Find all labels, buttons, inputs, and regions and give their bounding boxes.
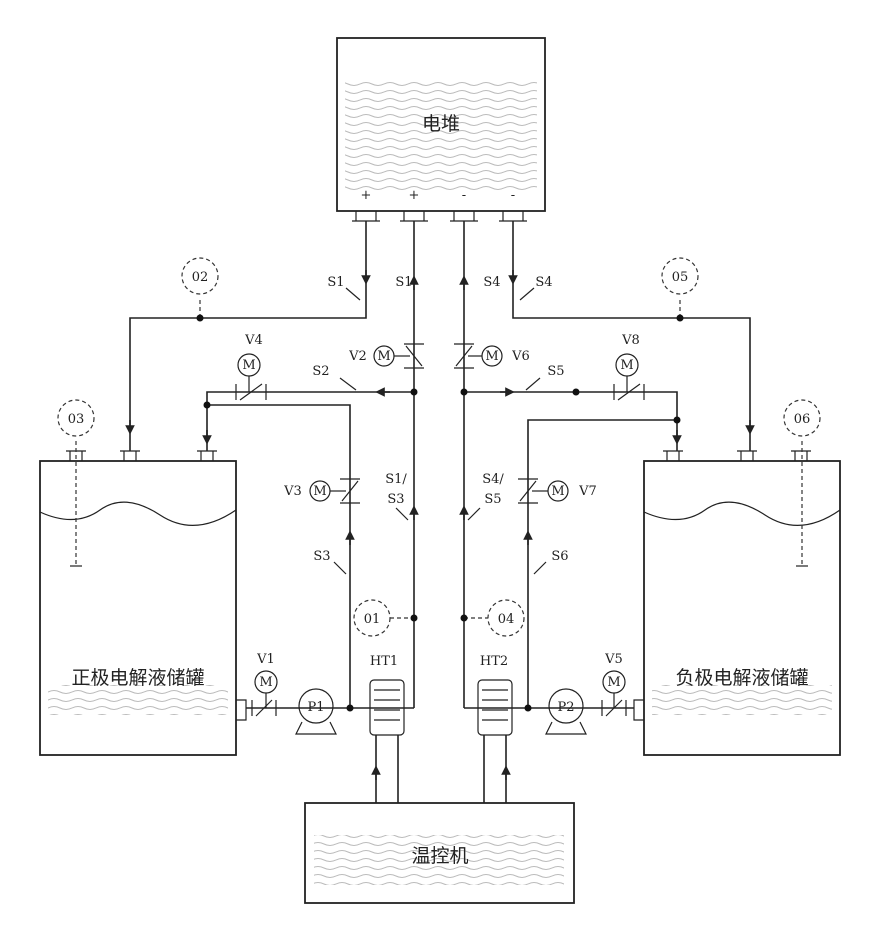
pipe-label-s5: S5 xyxy=(547,364,564,379)
positive-electrolyte-tank: 正极电解液储罐 xyxy=(40,441,246,755)
valve-v1-label: V1 xyxy=(256,652,275,667)
valve-v6-label: V6 xyxy=(511,349,530,364)
pipe-label-s2: S2 xyxy=(312,364,329,379)
heater-ht1: HT1 xyxy=(370,654,404,803)
stack-terminal-plus-2: + xyxy=(409,188,420,203)
stack-block: 电堆 + + - - xyxy=(337,38,545,221)
valve-v4-label: V4 xyxy=(244,333,263,348)
sensor-02-label: 02 xyxy=(192,270,209,285)
stack-terminal-minus-2: - xyxy=(511,188,515,203)
stack-terminal-plus-1: + xyxy=(361,188,372,203)
valve-v1: M V1 xyxy=(252,652,277,716)
sensor-06-label: 06 xyxy=(794,412,811,427)
pump-p1: P1 xyxy=(296,689,336,734)
valve-v7-label: V7 xyxy=(578,484,597,499)
valve-v2-label: V2 xyxy=(348,349,367,364)
valve-v5-motor: M xyxy=(607,675,620,690)
pipe-label-s4-s5-top: S4/ xyxy=(482,472,504,487)
stack-terminal-minus-1: - xyxy=(462,188,466,203)
valve-v6: M V6 xyxy=(454,344,530,368)
temperature-controller-label: 温控机 xyxy=(411,845,468,867)
valve-v8-label: V8 xyxy=(621,333,640,348)
sensor-06: 06 xyxy=(784,400,820,436)
valve-v6-motor: M xyxy=(485,349,498,364)
valve-v3-label: V3 xyxy=(283,484,302,499)
pipe-label-s4-right: S4 xyxy=(535,275,552,290)
pipe-label-s1-s3-bottom: S3 xyxy=(387,492,404,507)
valve-v5: M V5 xyxy=(602,652,626,716)
sensor-03: 03 xyxy=(58,400,94,436)
valve-v4-motor: M xyxy=(242,358,255,373)
sensor-01: 01 xyxy=(354,600,390,636)
valve-v8-motor: M xyxy=(620,358,633,373)
valve-v1-motor: M xyxy=(259,675,272,690)
pipe-labels: S1 S1 S2 S1/ S3 S3 S4 S4 S5 S4/ S5 S6 xyxy=(312,275,568,574)
valve-v7-motor: M xyxy=(551,484,564,499)
sensor-04: 04 xyxy=(488,600,524,636)
pipe-label-s3: S3 xyxy=(313,549,330,564)
pipe-label-s4-left: S4 xyxy=(483,275,500,290)
temperature-controller-block: 温控机 xyxy=(305,803,574,903)
pipe-label-s1-left: S1 xyxy=(327,275,344,290)
valve-v3: M V3 xyxy=(283,479,360,503)
heater-ht2-label: HT2 xyxy=(480,654,508,669)
valve-v2: M V2 xyxy=(348,344,424,368)
valve-v3-motor: M xyxy=(313,484,326,499)
negative-electrolyte-tank: 负极电解液储罐 xyxy=(634,441,840,755)
valve-v5-label: V5 xyxy=(604,652,623,667)
valve-v7: M V7 xyxy=(518,479,597,503)
sensor-05: 05 xyxy=(662,258,698,294)
pipe-label-s1-s3-top: S1/ xyxy=(385,472,407,487)
heater-ht1-label: HT1 xyxy=(370,654,398,669)
stack-label: 电堆 xyxy=(422,113,460,135)
valve-v4: M V4 xyxy=(236,333,266,400)
pipe-label-s4-s5-bottom: S5 xyxy=(484,492,501,507)
negative-tank-label: 负极电解液储罐 xyxy=(675,667,808,689)
pump-p2-label: P2 xyxy=(557,700,574,715)
pipe-label-s1-right: S1 xyxy=(395,275,412,290)
sensor-05-label: 05 xyxy=(672,270,689,285)
pump-p2: P2 xyxy=(546,689,586,734)
sensor-01-label: 01 xyxy=(364,612,381,627)
sensor-04-label: 04 xyxy=(498,612,515,627)
sensor-03-label: 03 xyxy=(68,412,85,427)
positive-tank-label: 正极电解液储罐 xyxy=(71,667,204,689)
valve-v8: M V8 xyxy=(614,333,644,400)
valve-v2-motor: M xyxy=(377,349,390,364)
pipe-label-s6: S6 xyxy=(551,549,568,564)
heater-ht2: HT2 xyxy=(478,654,512,803)
pump-p1-label: P1 xyxy=(307,700,324,715)
sensor-02: 02 xyxy=(182,258,218,294)
